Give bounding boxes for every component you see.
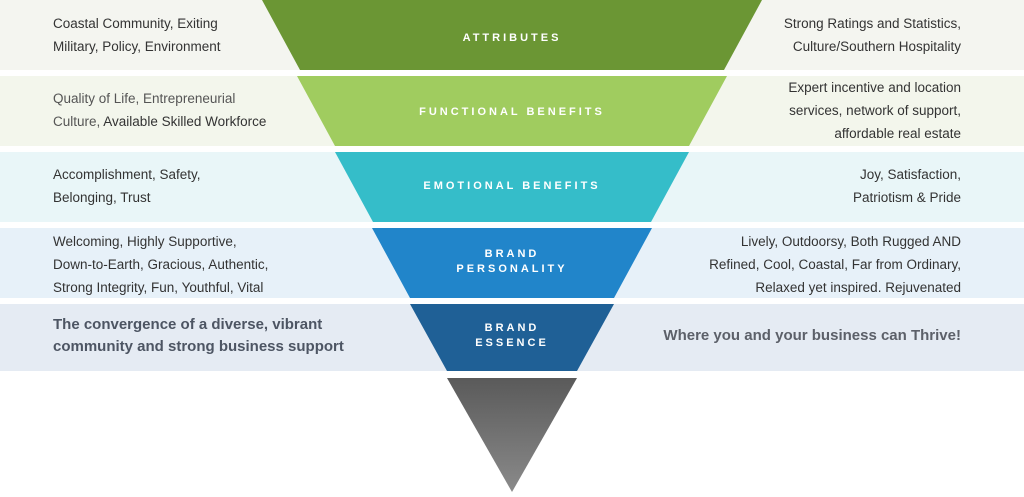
emotional-left-line2: Belonging, Trust xyxy=(53,190,151,205)
attributes-right-line1: Strong Ratings and Statistics, xyxy=(783,16,961,31)
funnel-segment-functional-benefits xyxy=(297,76,727,146)
emotional-right-line1: Joy, Satisfaction, xyxy=(859,167,961,182)
label-emotional-benefits-text: EMOTIONAL BENEFITS xyxy=(423,180,601,192)
funnel-segment-brand-personality xyxy=(372,228,652,298)
essence-left-line1: The convergence of a diverse, vibrant xyxy=(53,316,323,333)
emotional-right-text: Joy, Satisfaction, Patriotism & Pride xyxy=(853,163,961,209)
personality-right-line2: Refined, Cool, Coastal, Far from Ordinar… xyxy=(709,257,961,272)
essence-left-line2: community and strong business support xyxy=(53,338,344,355)
functional-right-text: Expert incentive and location services, … xyxy=(788,76,961,145)
label-brand-essence-line2: ESSENCE xyxy=(475,337,549,349)
attributes-left-line1: Coastal Community, Exiting xyxy=(53,16,218,31)
personality-right-text: Lively, Outdoorsy, Both Rugged AND Refin… xyxy=(709,230,961,299)
label-brand-personality: BRAND PERSONALITY xyxy=(312,247,712,277)
functional-left-line1: Quality of Life, Entrepreneurial xyxy=(53,91,236,106)
functional-left-line2-part1: Culture, xyxy=(53,114,104,129)
attributes-left-text: Coastal Community, Exiting Military, Pol… xyxy=(53,12,221,58)
emotional-right-line2: Patriotism & Pride xyxy=(852,190,961,205)
label-functional-benefits: FUNCTIONAL BENEFITS xyxy=(312,105,712,120)
funnel-segment-emotional-benefits xyxy=(335,152,689,222)
funnel-segment-attributes xyxy=(262,0,762,70)
label-brand-essence-line1: BRAND xyxy=(484,322,540,334)
personality-right-line1: Lively, Outdoorsy, Both Rugged AND xyxy=(740,234,961,249)
functional-right-line2: services, network of support, xyxy=(789,103,961,118)
functional-left-line2: Culture, Available Skilled Workforce xyxy=(53,110,266,133)
attributes-left-line2: Military, Policy, Environment xyxy=(53,39,221,54)
label-functional-benefits-text: FUNCTIONAL BENEFITS xyxy=(419,106,605,118)
essence-right-text: Where you and your business can Thrive! xyxy=(663,325,961,347)
label-brand-essence: BRAND ESSENCE xyxy=(312,321,712,351)
label-brand-personality-line1: BRAND xyxy=(484,248,540,260)
label-attributes-text: ATTRIBUTES xyxy=(462,32,562,44)
emotional-left-text: Accomplishment, Safety, Belonging, Trust xyxy=(53,163,201,209)
functional-right-line3: affordable real estate xyxy=(834,126,961,141)
attributes-right-text: Strong Ratings and Statistics, Culture/S… xyxy=(784,12,961,58)
personality-right-line3: Relaxed yet inspired. Rejuvenated xyxy=(755,280,961,295)
essence-left-text: The convergence of a diverse, vibrant co… xyxy=(53,314,344,358)
label-attributes: ATTRIBUTES xyxy=(312,31,712,46)
label-brand-personality-line2: PERSONALITY xyxy=(456,263,568,275)
functional-right-line1: Expert incentive and location xyxy=(788,80,961,95)
funnel-segment-brand-essence xyxy=(410,304,614,371)
attributes-right-line2: Culture/Southern Hospitality xyxy=(792,39,961,54)
personality-left-line2: Down-to-Earth, Gracious, Authentic, xyxy=(53,257,269,272)
personality-left-text: Welcoming, Highly Supportive, Down-to-Ea… xyxy=(53,230,268,299)
emotional-left-line1: Accomplishment, Safety, xyxy=(53,167,201,182)
funnel-tip xyxy=(447,378,577,492)
personality-left-line3: Strong Integrity, Fun, Youthful, Vital xyxy=(53,280,264,295)
personality-left-line1: Welcoming, Highly Supportive, xyxy=(53,234,237,249)
essence-right-line1: Where you and your business can Thrive! xyxy=(663,327,961,344)
label-emotional-benefits: EMOTIONAL BENEFITS xyxy=(312,179,712,194)
functional-left-line2-part2: Available Skilled Workforce xyxy=(103,114,267,129)
functional-left-text: Quality of Life, Entrepreneurial Culture… xyxy=(53,87,266,133)
